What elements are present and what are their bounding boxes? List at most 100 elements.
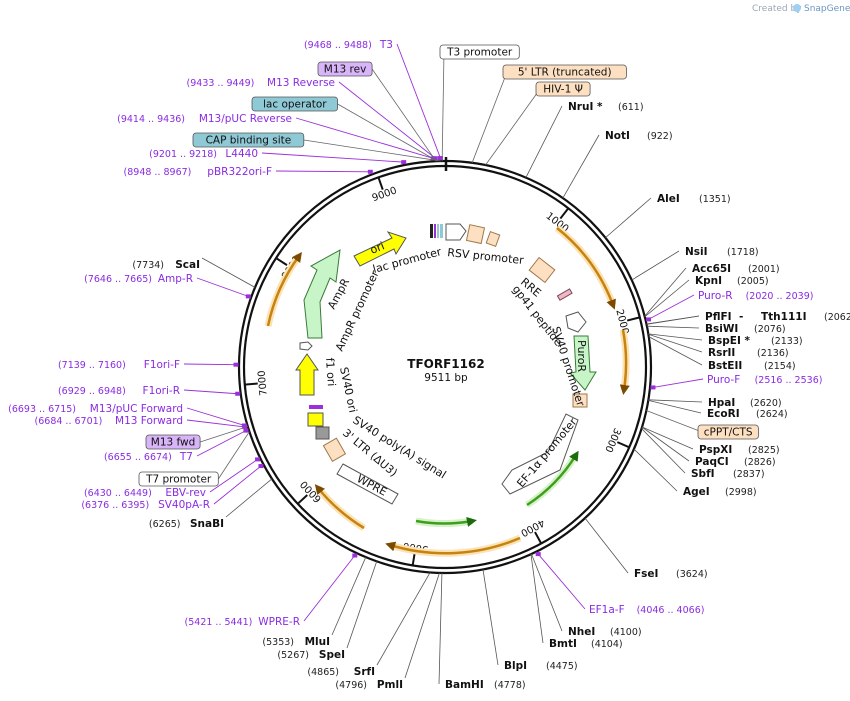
enzyme-name: RsrII: [708, 347, 735, 359]
primer-callout[interactable]: SV40pA-R(6376 .. 6395): [81, 499, 210, 511]
primer-callout[interactable]: Amp-R(7646 .. 7665): [84, 273, 193, 285]
enzyme-name: BmtI: [549, 638, 577, 650]
enzyme-position: (611): [618, 102, 644, 113]
enzyme-site[interactable]: KpnI(2005): [695, 275, 769, 287]
enzyme-position: (1718): [727, 247, 759, 258]
enzyme-leader-line: [584, 517, 629, 574]
primer-name: Puro-F: [707, 374, 740, 386]
primer-name: M13/pUC Reverse: [199, 113, 292, 125]
primer-callout[interactable]: M13/pUC Forward(6693 .. 6715): [8, 403, 183, 415]
enzyme-site[interactable]: PaqCI(2826): [695, 456, 776, 468]
primer-site-mark: [401, 160, 407, 165]
enzyme-position: (2001): [748, 264, 780, 275]
enzyme-leader-line: [648, 336, 703, 366]
enzyme-site[interactable]: FseI(3624): [634, 568, 708, 580]
puror-arrow: [569, 335, 597, 391]
primer-callout[interactable]: WPRE-R(5421 .. 5441): [185, 616, 300, 628]
enzyme-site[interactable]: AleI(1351): [657, 193, 731, 205]
enzyme-site[interactable]: AgeI(2998): [683, 486, 757, 498]
primer-callout[interactable]: F1ori-R(6929 .. 6948): [58, 385, 180, 397]
enzyme-leader-line: [631, 250, 680, 281]
enzyme-name: PmlI: [377, 679, 403, 691]
enzyme-site[interactable]: NsiI(1718): [685, 246, 759, 258]
rsv-promoter-arrow: [445, 223, 467, 241]
enzyme-site[interactable]: NruI *(611): [568, 101, 644, 113]
primer-name: EF1a-F: [589, 604, 625, 616]
enzyme-site[interactable]: Tth111I(2062): [761, 311, 850, 323]
enzyme-leader-line: [531, 553, 563, 632]
feature-callout-box: [251, 96, 338, 112]
orf-arc-glow: [264, 253, 302, 327]
feature-callout[interactable]: CAP binding site: [192, 132, 305, 148]
primer-name: F1ori-F: [144, 359, 180, 371]
enzyme-site[interactable]: BstEII(2154): [708, 360, 796, 372]
feature-callout[interactable]: cPPT/CTS: [697, 424, 759, 440]
primer-callout[interactable]: Puro-R(2020 .. 2039): [698, 290, 813, 302]
feature-callout[interactable]: M13 fwd: [145, 434, 201, 450]
primer-position: (6655 .. 6674): [104, 452, 172, 463]
primer-name: T7: [179, 451, 193, 463]
primer-callout[interactable]: F1ori-F(7139 .. 7160): [58, 359, 180, 371]
callouts: NruI *(611) NotI(922) AleI(1351) NsiI(1718)…: [8, 39, 850, 691]
enzyme-site[interactable]: SpeI(5267): [277, 649, 345, 661]
feature-callout[interactable]: HIV-1 Ψ: [535, 81, 591, 97]
primer-site-mark: [437, 156, 443, 161]
enzyme-site[interactable]: MluI(5353): [262, 636, 330, 648]
primer-callout[interactable]: M13 Reverse(9433 .. 9449): [187, 77, 335, 89]
enzyme-site[interactable]: RsrII(2136): [708, 347, 789, 359]
primer-callout[interactable]: M13 Forward(6684 .. 6701): [35, 415, 183, 427]
enzyme-site[interactable]: ScaI(7734): [132, 259, 200, 271]
enzyme-site[interactable]: NotI(922): [605, 130, 673, 142]
enzyme-leader-line: [201, 257, 256, 288]
enzyme-name: AleI: [657, 193, 680, 205]
primer-site-mark: [535, 552, 541, 557]
enzyme-site[interactable]: SrfI(4865): [307, 666, 375, 678]
enzyme-site[interactable]: Acc65I(2001): [692, 263, 780, 275]
primer-callout[interactable]: M13/pUC Reverse(9414 .. 9436): [117, 113, 292, 125]
primer-leader-line: [196, 277, 249, 297]
enzyme-site[interactable]: PflFI-: [705, 311, 743, 323]
primer-callout[interactable]: EBV-rev(6430 .. 6449): [84, 487, 206, 499]
primer-site-mark: [242, 424, 248, 429]
primer-callout[interactable]: T7 (6655 .. 6674): [104, 451, 193, 463]
enzyme-site[interactable]: SbfI(2837): [691, 468, 765, 480]
primer-callout[interactable]: L4440(9201 .. 9218): [149, 148, 258, 160]
primer-leader-line: [183, 389, 238, 395]
primer-leader-line: [338, 81, 436, 159]
feature-callout-box: [439, 44, 520, 60]
tick-mark: [559, 207, 570, 220]
enzyme-site[interactable]: EcoRI(2624): [707, 408, 788, 420]
enzyme-leader-line: [346, 561, 378, 649]
enzyme-site[interactable]: HpaI(2620): [708, 397, 782, 409]
primer-callout[interactable]: T3(9468 .. 9488): [304, 39, 393, 51]
enzyme-name: BlpI: [504, 660, 527, 672]
enzyme-site[interactable]: BlpI(4475): [504, 660, 578, 672]
green-arc: [415, 516, 477, 527]
enzyme-site[interactable]: BsiWI(2076): [705, 323, 786, 335]
enzyme-site[interactable]: BamHI(4778): [445, 679, 526, 691]
enzyme-site[interactable]: SnaBI(6265): [149, 518, 224, 530]
enzyme-site[interactable]: BspEI *(2133): [708, 335, 803, 347]
feature-callout[interactable]: T3 promoter: [439, 44, 520, 60]
tick-mark: [616, 441, 630, 449]
enzyme-leader-line: [641, 426, 690, 462]
enzyme-site[interactable]: PmlI(4796): [335, 679, 403, 691]
primer-site-mark: [233, 362, 239, 367]
primer-callout[interactable]: pBR322ori-F(8948 .. 8967): [124, 166, 272, 178]
enzyme-site[interactable]: NheI(4100): [568, 626, 642, 638]
feature-callout[interactable]: 5' LTR (truncated): [502, 64, 627, 80]
enzyme-site[interactable]: PspXI(2825): [699, 444, 780, 456]
enzyme-site[interactable]: BmtI(4104): [549, 638, 623, 650]
feature-callout[interactable]: M13 rev: [317, 61, 373, 77]
enzyme-name: FseI: [634, 568, 658, 580]
enzyme-leader-line: [648, 399, 702, 414]
primer-callout[interactable]: EF1a-F(4046 .. 4066): [589, 604, 704, 616]
primer-name: Puro-R: [698, 290, 733, 302]
enzyme-name: MluI: [305, 636, 330, 648]
primer-callout[interactable]: Puro-F(2516 .. 2536): [707, 374, 822, 386]
enzyme-leader-line: [646, 315, 700, 325]
feature-callout[interactable]: lac operator: [251, 96, 338, 112]
feature-callout[interactable]: T7 promoter: [138, 471, 219, 487]
enzyme-position: (2154): [764, 361, 796, 372]
tick-label: 3000: [602, 426, 622, 454]
